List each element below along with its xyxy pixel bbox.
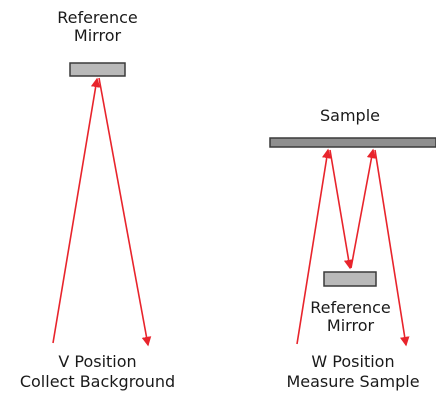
left-mirror-label: Reference Mirror [45, 9, 150, 45]
left-mirror-label-line2: Mirror [73, 26, 122, 45]
right-beam-segment-1 [296, 148, 332, 345]
w-position-label: W Position [311, 352, 395, 371]
collect-background-caption: Collect Background [19, 372, 176, 391]
right-reference-mirror [323, 271, 377, 287]
right-beam-segment-2 [329, 149, 354, 270]
left-incident-beam [52, 77, 101, 344]
right-beam-segment-4 [374, 149, 410, 347]
right-mirror-label: Reference Mirror [298, 299, 403, 335]
left-reflected-beam [98, 77, 152, 347]
sample-label: Sample [320, 106, 380, 125]
right-mirror-label-line2: Mirror [326, 316, 375, 335]
left-mirror-label-line1: Reference [57, 8, 138, 27]
left-reference-mirror [69, 62, 126, 77]
v-position-label: V Position [58, 352, 137, 371]
measure-sample-caption: Measure Sample [286, 372, 420, 391]
right-mirror-label-line1: Reference [310, 298, 391, 317]
right-beam-segment-3 [350, 148, 377, 269]
sample-bar [269, 137, 436, 148]
